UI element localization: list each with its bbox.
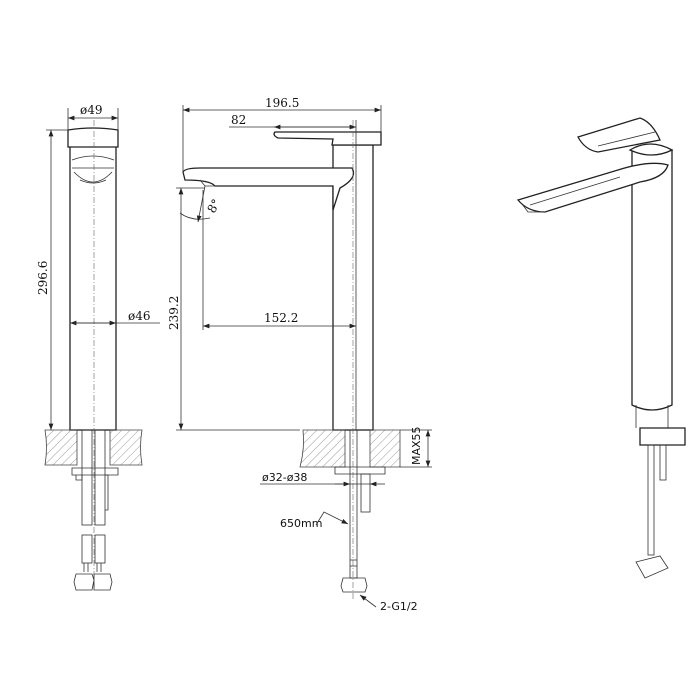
spout-height-label: 239.2 — [167, 296, 181, 330]
side-counter-left — [44, 429, 78, 466]
side-view: ø49 296.6 ø46 — [36, 103, 160, 591]
iso-handle — [577, 117, 661, 153]
front-counter-right — [369, 429, 401, 468]
iso-spout — [516, 162, 669, 213]
side-counter-right — [109, 429, 143, 466]
hole-diameter-label: ø32-ø38 — [262, 471, 307, 484]
connection-leader — [359, 594, 377, 608]
side-handle-cap — [67, 127, 119, 148]
side-body — [69, 144, 117, 431]
side-pipe-2 — [94, 429, 106, 526]
front-spout — [182, 167, 355, 211]
front-pipe — [360, 473, 371, 513]
side-pipe-1 — [81, 429, 93, 526]
iso-mount-nut — [639, 427, 686, 446]
hose-length-leader — [315, 511, 349, 526]
top-diameter-label: ø49 — [80, 103, 103, 117]
overall-length-label: 196.5 — [265, 96, 299, 110]
iso-nut — [635, 555, 669, 579]
side-spout-outline — [71, 155, 115, 184]
front-nut — [340, 577, 368, 593]
isometric-view — [516, 117, 686, 579]
front-body — [332, 144, 374, 431]
handle-length-label: 82 — [231, 113, 246, 127]
front-view: 196.5 82 8° 239.2 152.2 MAX55 ø32-ø38 65… — [167, 96, 432, 613]
spout-angle-arc — [179, 185, 211, 222]
connection-label: 2-G1/2 — [380, 600, 418, 613]
max-thickness-label: MAX55 — [410, 426, 423, 465]
front-hose — [349, 429, 358, 579]
iso-hose — [647, 444, 655, 556]
body-diameter-label: ø46 — [128, 309, 151, 323]
iso-body — [631, 149, 673, 411]
total-height-label: 296.6 — [36, 261, 50, 295]
spout-reach-label: 152.2 — [264, 311, 298, 325]
spout-angle-label: 8° — [204, 197, 223, 216]
side-nuts — [73, 573, 113, 591]
front-counter-left — [299, 429, 346, 468]
hose-length-label: 650mm — [280, 517, 322, 530]
front-handle — [273, 131, 382, 146]
